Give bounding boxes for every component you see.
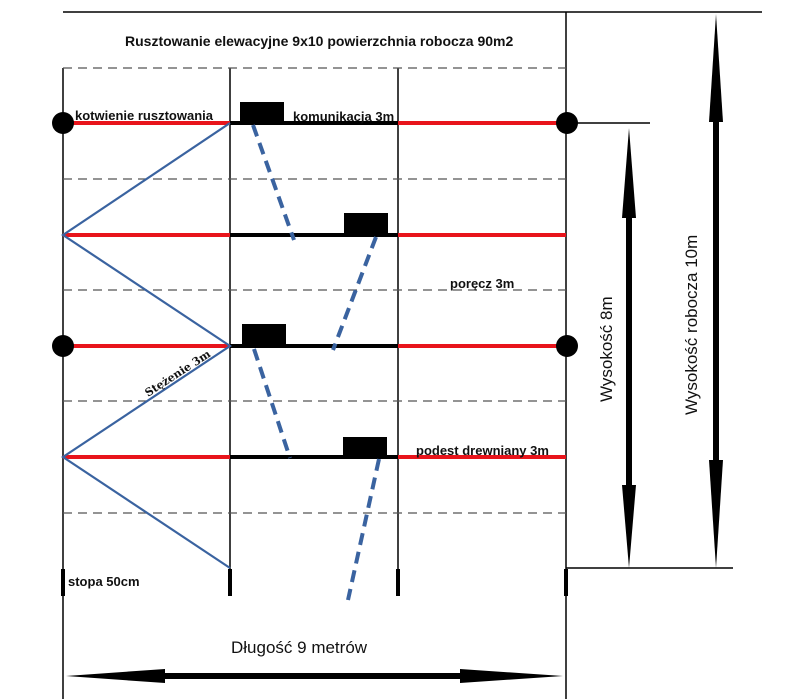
label-base: stopa 50cm xyxy=(68,574,140,589)
height-arrow-shaft xyxy=(626,215,632,485)
working-height-arrow-head-up xyxy=(709,14,723,122)
anchor-dot xyxy=(52,112,74,134)
label-platform: podest drewniany 3m xyxy=(416,443,549,458)
working-height-arrow-head-down xyxy=(709,460,723,568)
ladder-line xyxy=(251,124,296,241)
label-height: Wysokość 8m xyxy=(597,296,616,402)
working-height-arrow xyxy=(709,14,723,568)
label-working-height: Wysokość robocza 10m xyxy=(682,235,701,415)
hatch-block xyxy=(240,102,284,123)
anchor-dot xyxy=(52,335,74,357)
brace-zigzag xyxy=(61,122,232,569)
anchor-dot xyxy=(556,335,578,357)
diagram-title: Rusztowanie elewacyjne 9x10 powierzchnia… xyxy=(125,33,513,49)
hatches xyxy=(240,102,388,458)
ladder-line xyxy=(252,348,292,459)
height-arrow-head-down xyxy=(622,485,636,568)
label-bracing: Stężenie 3m xyxy=(143,347,214,399)
ladders xyxy=(251,124,381,601)
label-communication: komunikacja 3m xyxy=(293,109,394,124)
length-arrow xyxy=(66,669,563,683)
bracing xyxy=(61,122,232,569)
base-plates xyxy=(61,569,568,596)
working-height-arrow-shaft xyxy=(713,118,719,463)
hatch-block xyxy=(242,324,286,345)
hatch-block xyxy=(343,437,387,458)
ladder-line xyxy=(331,236,378,351)
label-railing: poręcz 3m xyxy=(450,276,514,291)
height-arrow xyxy=(622,128,636,568)
label-anchoring: kotwienie rusztowania xyxy=(75,108,214,123)
length-arrow-shaft xyxy=(160,673,480,679)
hatch-block xyxy=(344,213,388,234)
height-arrow-head-up xyxy=(622,128,636,218)
label-length: Długość 9 metrów xyxy=(231,638,368,657)
length-arrow-head-right xyxy=(460,669,563,683)
length-arrow-head-left xyxy=(66,669,165,683)
ladder-line xyxy=(346,458,381,601)
